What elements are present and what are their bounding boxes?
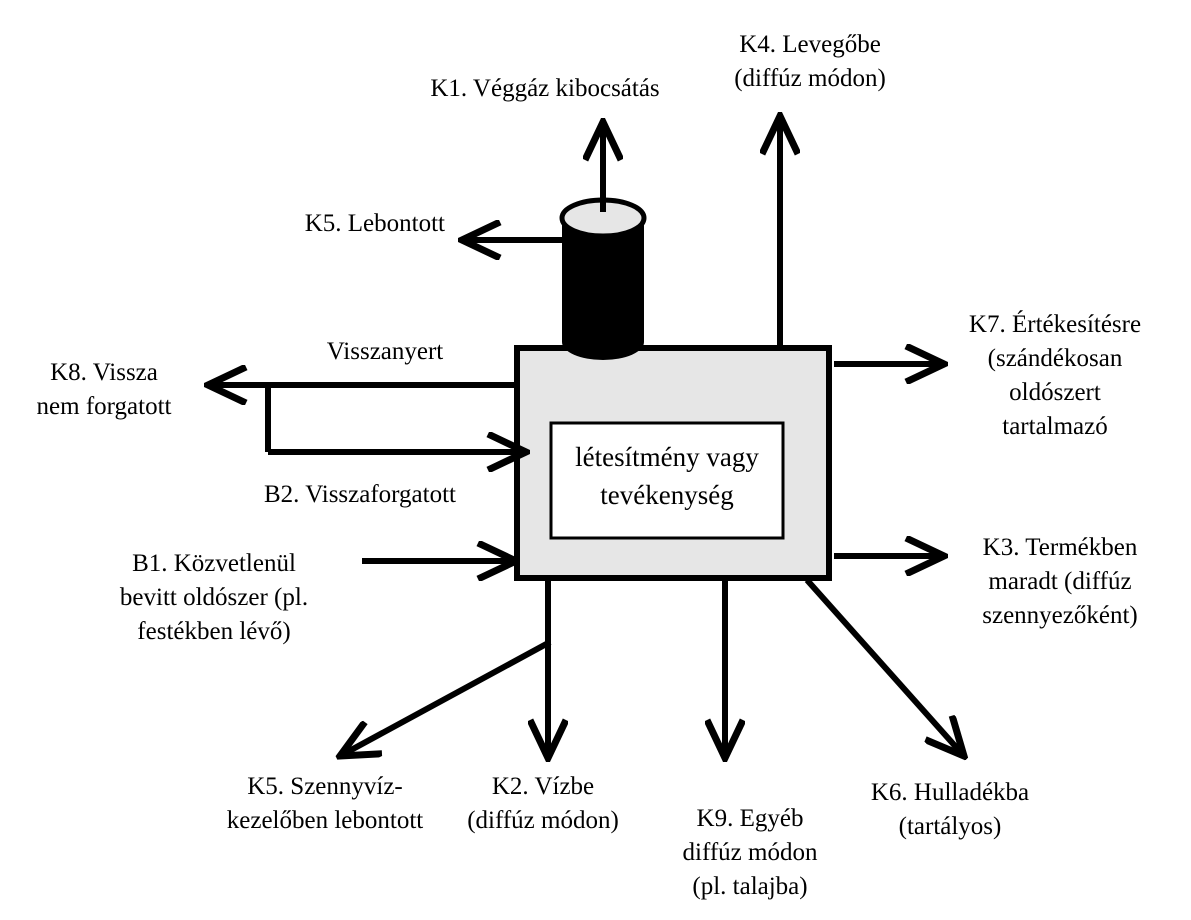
label-k2: K2. Vízbe (diffúz módon): [438, 770, 648, 838]
label-k3-line2: maradt (diffúz: [988, 568, 1132, 595]
label-k2-line2: (diffúz módon): [467, 807, 619, 834]
label-k5-bottom-line1: K5. Szennyvíz-: [247, 773, 403, 800]
label-k8: K8. Vissza nem forgatott: [14, 356, 194, 424]
label-k4-line2: (diffúz módon): [734, 65, 886, 92]
label-k5-bottom-line2: kezelőben lebontott: [226, 807, 424, 834]
label-k9-line1: K9. Egyéb: [696, 805, 804, 832]
facility-inner-box: [549, 421, 785, 540]
label-k8-line1: K8. Vissza: [50, 359, 158, 386]
label-k3: K3. Termékben maradt (diffúz szennyezőké…: [950, 531, 1170, 633]
label-k4: K4. Levegőbe (diffúz módon): [700, 28, 920, 96]
label-k7-line4: tartalmazó: [1002, 413, 1108, 440]
arrow-k6: [804, 578, 964, 756]
stack-cylinder: [559, 197, 647, 360]
label-k7-line1: K7. Értékesítésre: [968, 311, 1142, 338]
label-k2-line1: K2. Vízbe: [491, 773, 595, 800]
label-b1-line1: B1. Közvetlenül: [132, 550, 296, 577]
label-k4-line1: K4. Levegőbe: [739, 31, 881, 58]
label-k7: K7. Értékesítésre (szándékosan oldószert…: [945, 308, 1165, 444]
label-k5-bottom: K5. Szennyvíz- kezelőben lebontott: [205, 770, 445, 838]
label-k9: K9. Egyéb diffúz módon (pl. talajba): [645, 802, 855, 904]
label-k5-top: K5. Lebontott: [304, 210, 445, 237]
label-k3-line1: K3. Termékben: [982, 534, 1138, 561]
label-k6-line1: K6. Hulladékba: [870, 779, 1030, 806]
label-k9-line2: diffúz módon: [682, 839, 818, 866]
center-label-line1: létesítmény vagy: [575, 442, 759, 472]
label-b1: B1. Közvetlenül bevitt oldószer (pl. fes…: [86, 547, 342, 649]
label-k6-line2: (tartályos): [898, 813, 1002, 840]
label-k8-line2: nem forgatott: [36, 393, 172, 420]
arrow-k5-bottom: [340, 639, 552, 756]
center-label-line2: tevékenység: [600, 480, 734, 510]
label-k6: K6. Hulladékba (tartályos): [845, 776, 1055, 844]
label-b2: B2. Visszaforgatott: [263, 481, 456, 508]
center-label: létesítmény vagy tevékenység: [551, 438, 783, 514]
label-b1-line2: bevitt oldószer (pl.: [119, 584, 309, 611]
label-visszanyert: Visszanyert: [326, 338, 444, 365]
label-k3-line3: szennyezőként): [982, 602, 1138, 629]
label-k7-line3: oldószert: [1009, 379, 1101, 406]
label-k9-line3: (pl. talajba): [692, 873, 808, 900]
label-k1: K1. Véggáz kibocsátás: [430, 75, 660, 102]
label-b1-line3: festékben lévő): [137, 618, 291, 645]
label-k7-line2: (szándékosan: [987, 345, 1123, 372]
